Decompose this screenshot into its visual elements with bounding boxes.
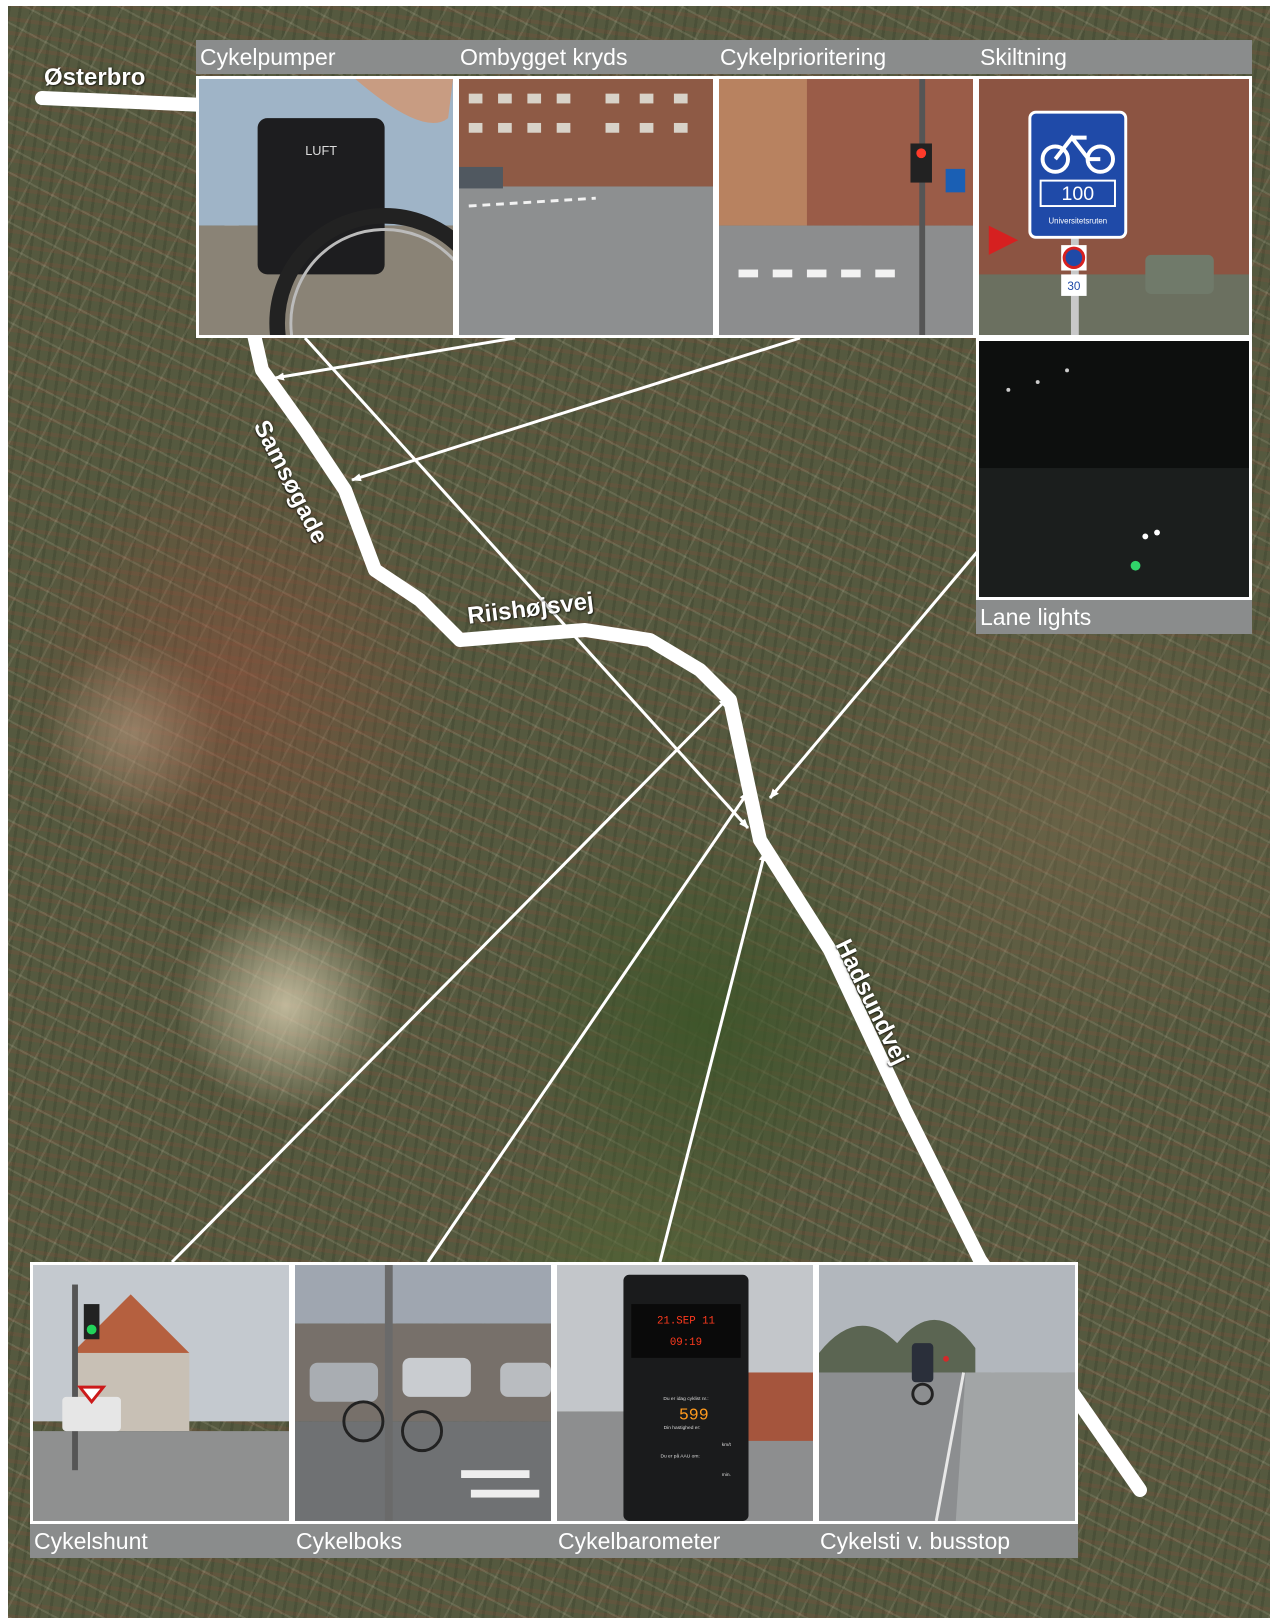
barometer-line3: Du er på AAU om: (660, 1452, 699, 1459)
route-name: Universitetsruten (1048, 217, 1107, 226)
route-number: 100 (1061, 183, 1094, 205)
caption-cykelboks: Cykelboks (292, 1524, 554, 1558)
caption-cykelsti: Cykelsti v. busstop (816, 1524, 1078, 1558)
caption-skiltning: Skiltning (976, 40, 1252, 74)
photo-cykelshunt (30, 1262, 292, 1524)
photo-skiltning: 100 Universitetsruten 30 (976, 76, 1252, 338)
barometer-time: 09:19 (670, 1337, 702, 1349)
caption-cykelshunt: Cykelshunt (30, 1524, 292, 1558)
photo-cykelsti (816, 1262, 1078, 1524)
photo-cykelpumper: LUFT (196, 76, 456, 338)
label-osterbro: Østerbro (44, 64, 146, 91)
barometer-unit2: min. (722, 1472, 731, 1478)
caption-ombygget-kryds: Ombygget kryds (456, 40, 716, 74)
barometer-date: 21.SEP 11 (657, 1316, 715, 1328)
barometer-line1: Du er idag cyklist nr.: (663, 1396, 708, 1402)
caption-lane-lights: Lane lights (976, 600, 1252, 634)
pump-sign-text: LUFT (305, 144, 337, 158)
barometer-unit1: km/t (722, 1442, 732, 1448)
photo-lane-lights (976, 338, 1252, 600)
photo-cykelbarometer: 21.SEP 11 09:19 Du er idag cyklist nr.: … (554, 1262, 816, 1524)
caption-cykelbarometer: Cykelbarometer (554, 1524, 816, 1558)
caption-cykelpumper: Cykelpumper (196, 40, 456, 74)
photo-cykelprioritering (716, 76, 976, 338)
barometer-line2: Din hastighed er: (664, 1425, 701, 1431)
photo-cykelboks (292, 1262, 554, 1524)
photo-ombygget-kryds (456, 76, 716, 338)
barometer-counter: 599 (679, 1405, 709, 1424)
caption-cykelprioritering: Cykelprioritering (716, 40, 976, 74)
speed-sign: 30 (1067, 280, 1081, 293)
